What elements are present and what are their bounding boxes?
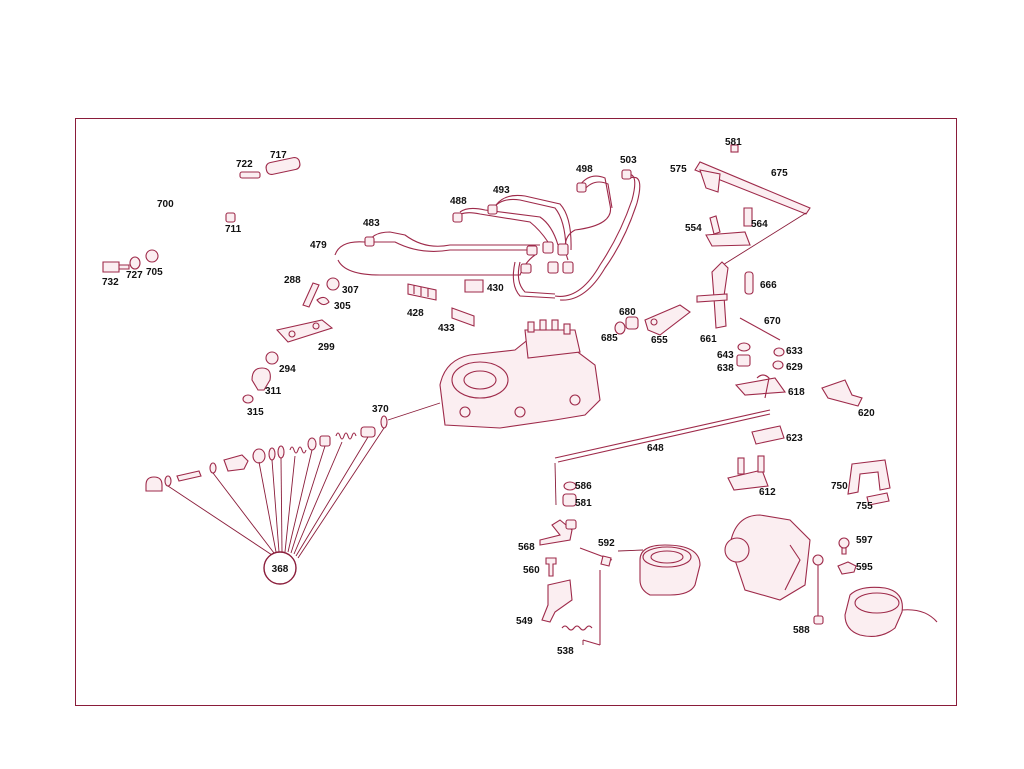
callout-581-bottom[interactable]: 581 [575, 498, 592, 509]
callout-581-top[interactable]: 581 [725, 137, 742, 148]
callout-612[interactable]: 612 [759, 487, 776, 498]
callout-755[interactable]: 755 [856, 501, 873, 512]
callout-675[interactable]: 675 [771, 168, 788, 179]
callout-575[interactable]: 575 [670, 164, 687, 175]
callout-538[interactable]: 538 [557, 646, 574, 657]
callout-618[interactable]: 618 [788, 387, 805, 398]
callout-661[interactable]: 661 [700, 334, 717, 345]
callout-700[interactable]: 700 [157, 199, 174, 210]
leader-lines [167, 427, 584, 645]
callout-498[interactable]: 498 [576, 164, 593, 175]
callout-433[interactable]: 433 [438, 323, 455, 334]
callout-370[interactable]: 370 [372, 404, 389, 415]
callout-479[interactable]: 479 [310, 240, 327, 251]
callout-655[interactable]: 655 [651, 335, 668, 346]
callout-638[interactable]: 638 [717, 363, 734, 374]
callout-299[interactable]: 299 [318, 342, 335, 353]
callout-588[interactable]: 588 [793, 625, 810, 636]
callout-294[interactable]: 294 [279, 364, 296, 375]
callout-315[interactable]: 315 [247, 407, 264, 418]
callout-680[interactable]: 680 [619, 307, 636, 318]
callout-717[interactable]: 717 [270, 150, 287, 161]
callout-648[interactable]: 648 [647, 443, 664, 454]
callout-483[interactable]: 483 [363, 218, 380, 229]
callout-633[interactable]: 633 [786, 346, 803, 357]
callout-311[interactable]: 311 [265, 386, 282, 397]
callout-732[interactable]: 732 [102, 277, 119, 288]
callout-750[interactable]: 750 [831, 481, 848, 492]
callout-586[interactable]: 586 [575, 481, 592, 492]
callout-685[interactable]: 685 [601, 333, 618, 344]
callout-643[interactable]: 643 [717, 350, 734, 361]
callout-493[interactable]: 493 [493, 185, 510, 196]
callout-288[interactable]: 288 [284, 275, 301, 286]
callout-595[interactable]: 595 [856, 562, 873, 573]
callout-592[interactable]: 592 [598, 538, 615, 549]
callout-623[interactable]: 623 [786, 433, 803, 444]
callout-597[interactable]: 597 [856, 535, 873, 546]
callout-503[interactable]: 503 [620, 155, 637, 166]
callout-620[interactable]: 620 [858, 408, 875, 419]
callout-564[interactable]: 564 [751, 219, 768, 230]
callout-488[interactable]: 488 [450, 196, 467, 207]
callout-305[interactable]: 305 [334, 301, 351, 312]
callout-670[interactable]: 670 [764, 316, 781, 327]
callout-722[interactable]: 722 [236, 159, 253, 170]
callout-labels: 717 722 700 711 732 727 705 479 483 488 … [102, 137, 875, 657]
callout-666[interactable]: 666 [760, 280, 777, 291]
callout-560[interactable]: 560 [523, 565, 540, 576]
diagram-frame [75, 118, 957, 706]
callout-705[interactable]: 705 [146, 267, 163, 278]
callout-554[interactable]: 554 [685, 223, 702, 234]
callout-549[interactable]: 549 [516, 616, 533, 627]
callout-711[interactable]: 711 [225, 224, 242, 235]
callout-629[interactable]: 629 [786, 362, 803, 373]
callout-727[interactable]: 727 [126, 270, 143, 281]
callout-307[interactable]: 307 [342, 285, 359, 296]
callout-368[interactable] [263, 551, 297, 585]
callout-428[interactable]: 428 [407, 308, 424, 319]
callout-430[interactable]: 430 [487, 283, 504, 294]
callout-368-label[interactable]: 368 [272, 564, 289, 575]
callout-568[interactable]: 568 [518, 542, 535, 553]
part-illustrations [102, 144, 938, 646]
